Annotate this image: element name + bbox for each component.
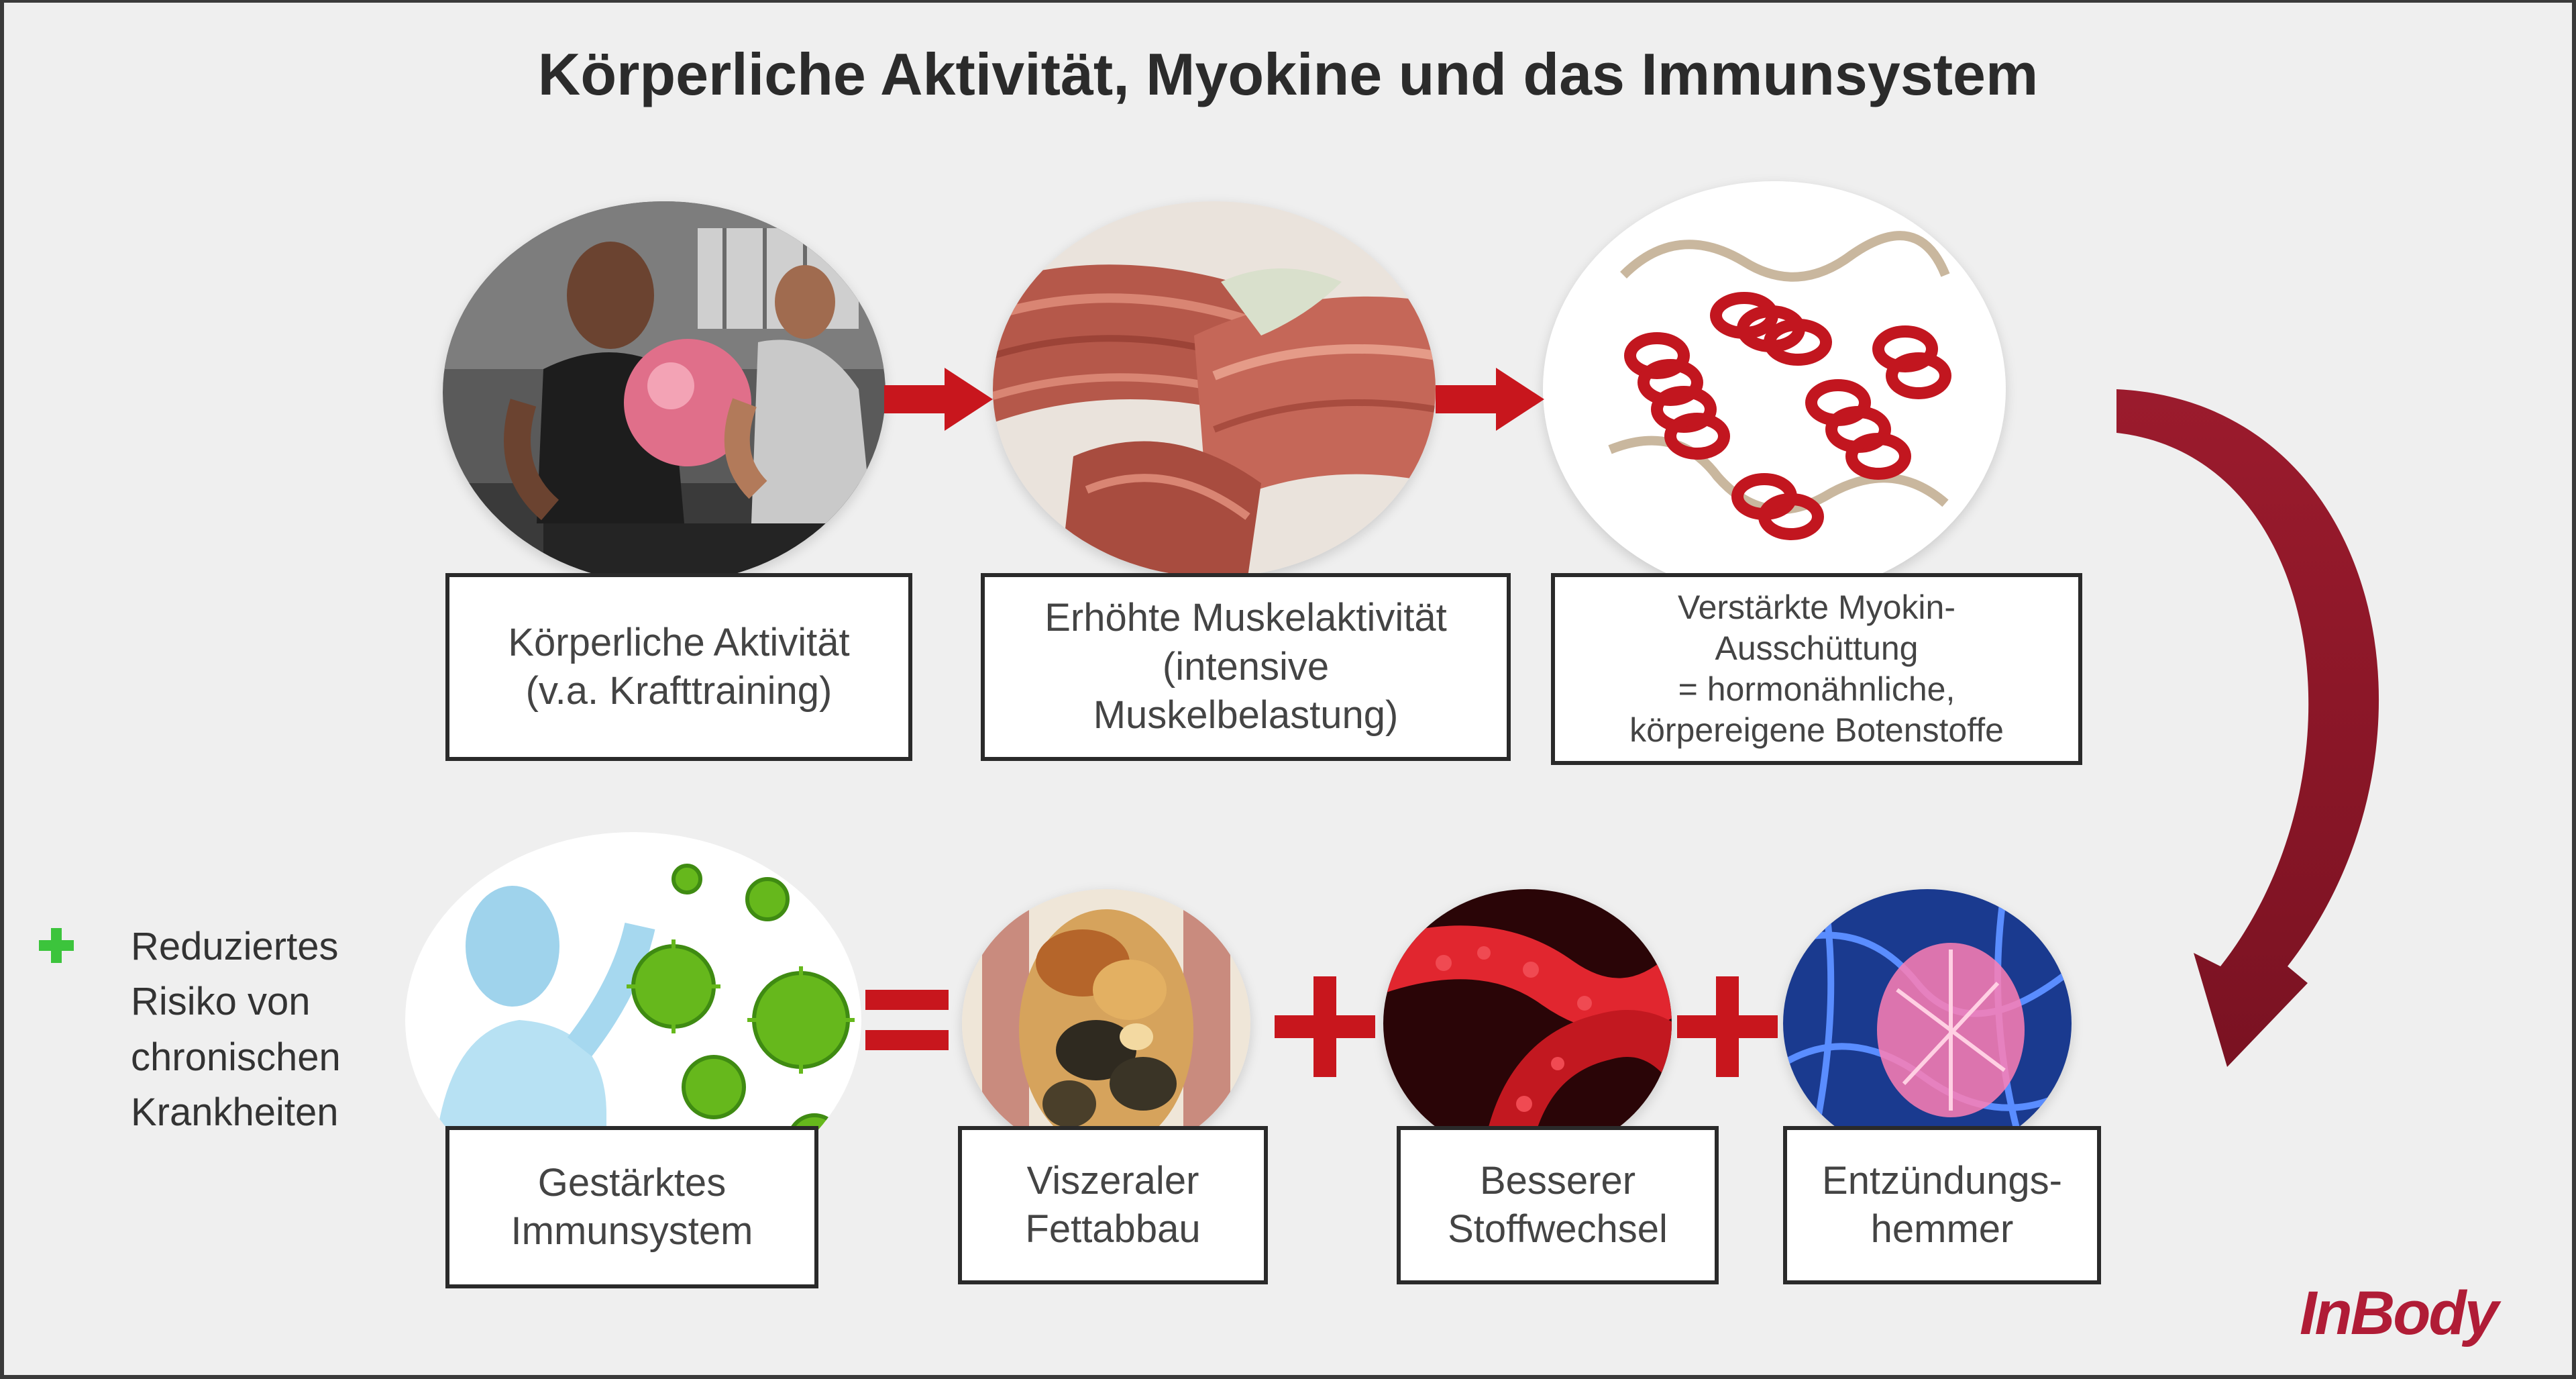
plus-icon bbox=[1275, 976, 1375, 1077]
arrow-right-icon bbox=[1436, 368, 1544, 431]
neural-network-icon bbox=[1783, 889, 2072, 1158]
box-immunsystem: Gestärktes Immunsystem bbox=[445, 1126, 818, 1288]
page-title: Körperliche Aktivität, Myokine und das I… bbox=[537, 41, 2039, 107]
fitness-photo-icon bbox=[443, 201, 885, 584]
box-stoffwechsel: Besserer Stoffwechsel bbox=[1397, 1126, 1719, 1284]
green-plus-icon bbox=[39, 928, 74, 963]
side-note: Reduziertes Risiko von chronischen Krank… bbox=[131, 925, 341, 1135]
visceral-fat-icon bbox=[962, 889, 1250, 1158]
muscle-illustration-icon bbox=[993, 201, 1436, 577]
box-muskelaktivitaet: Erhöhte Muskelaktivität (intensive Muske… bbox=[981, 573, 1511, 761]
equals-icon bbox=[865, 990, 949, 1050]
curved-arrow-icon bbox=[2116, 389, 2379, 1067]
plus-icon bbox=[1677, 976, 1778, 1077]
box-koerperliche-aktivitaet: Körperliche Aktivität (v.a. Krafttrainin… bbox=[445, 573, 912, 761]
blood-vessel-icon bbox=[1383, 889, 1672, 1158]
box-entzuendungshemmer: Entzündungs- hemmer bbox=[1783, 1126, 2101, 1284]
box-myokin-ausschuettung: Verstärkte Myokin- Ausschüttung = hormon… bbox=[1551, 573, 2082, 765]
arrow-right-icon bbox=[884, 368, 993, 431]
box-fettabbau: Viszeraler Fettabbau bbox=[958, 1126, 1268, 1284]
inbody-logo: InBody bbox=[2300, 1279, 2499, 1347]
protein-helix-icon bbox=[1543, 181, 2006, 597]
